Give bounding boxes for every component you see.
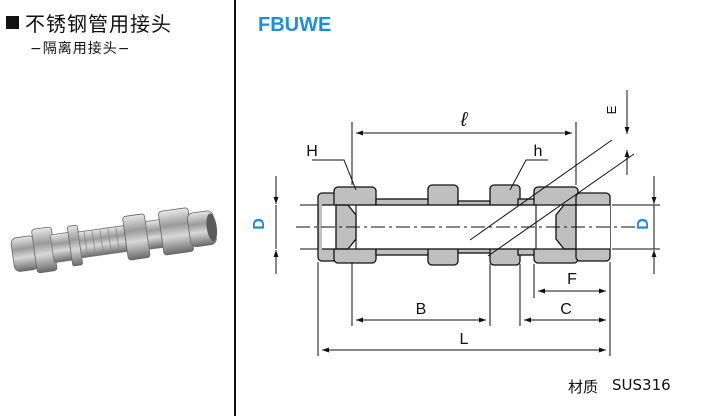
model-code: FBUWE [258,14,332,36]
label-H: H [306,143,318,160]
material-value: SUS316 [612,376,671,394]
product-photo [10,207,218,274]
panel-divider [234,0,236,416]
title-row: 不锈钢管用接头 [6,8,172,37]
label-B: B [416,301,427,318]
product-subtitle: −隔离用接头− [30,41,131,57]
label-F: F [567,271,577,288]
material-spec: 材质 SUS316 [568,376,671,397]
label-D-right: D [635,218,652,230]
label-L: L [460,331,469,348]
technical-drawing: ℓ E H h D D F B C L [251,90,660,356]
product-title: 不锈钢管用接头 [25,12,172,36]
label-h: h [534,143,543,160]
label-ell: ℓ [460,109,469,131]
label-E: E [604,105,619,114]
label-D-left: D [251,218,268,230]
dimension-labels: ℓ E H h D D F B C L [251,105,652,348]
label-C: C [560,301,572,318]
bullet-square-icon [6,16,19,29]
material-label: 材质 [568,378,599,396]
fitting-body [317,184,611,266]
dimension-lines [273,90,660,356]
product-panel: 不锈钢管用接头 −隔离用接头− [0,0,234,416]
